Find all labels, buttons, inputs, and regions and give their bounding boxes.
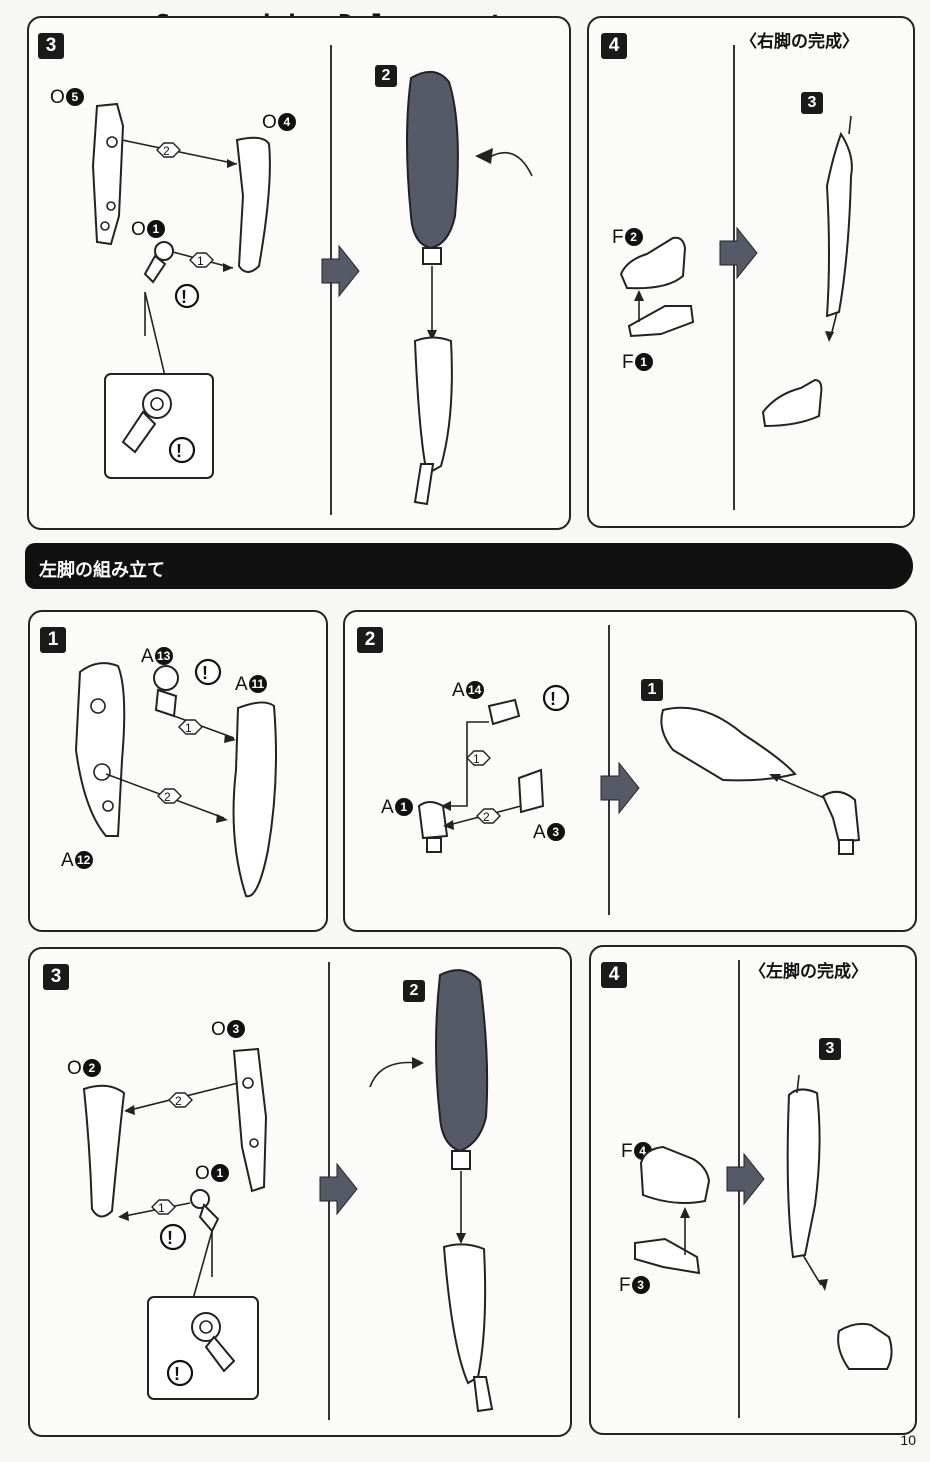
knee-joint-illustration: ! 1 2 [417,684,861,855]
step-number: 1 [40,627,66,653]
svg-text:!: ! [550,689,556,709]
page-number: 10 [900,1432,916,1448]
step-number: 4 [601,962,627,988]
substep-number: 2 [403,980,425,1002]
step-number: 2 [357,627,383,653]
hex-marker-1: 1 [197,254,204,268]
left-shoe-illustration [634,1074,893,1370]
panel-left-leg-step1 [28,610,328,932]
svg-text:2: 2 [164,790,171,804]
step-number: 4 [601,33,627,59]
hex-marker-2: 2 [163,144,170,158]
panel-divider [733,45,735,510]
svg-text:!: ! [176,441,182,461]
svg-text:2: 2 [483,810,490,824]
left-leg-parts-illustration: 2 1 ! ! [82,969,494,1413]
panel-divider [608,625,610,915]
left-leg-complete-title: 〈左脚の完成〉 [749,962,868,982]
substep-number: 3 [819,1038,841,1060]
svg-text:1: 1 [158,1201,165,1215]
warning-icon: ! [181,287,187,307]
svg-text:1: 1 [473,752,480,766]
section-banner-left-leg: 左脚の組み立て [25,543,913,589]
svg-text:!: ! [174,1364,180,1384]
substep-number: 3 [801,92,823,114]
right-leg-complete-title: 〈右脚の完成〉 [740,32,859,52]
svg-text:2: 2 [175,1094,182,1108]
panel-left-leg-step2 [343,610,917,932]
left-thigh-parts-illustration: ! 1 2 [74,658,277,898]
svg-text:1: 1 [185,721,192,735]
substep-number: 1 [641,679,663,701]
svg-text:!: ! [167,1228,173,1248]
right-leg-parts-illustration: 2 1 ! ! [91,71,533,506]
step-number: 3 [38,33,64,59]
substep-number: 2 [375,65,397,87]
section-title: 左脚の組み立て [39,560,165,581]
step-number: 3 [43,964,69,990]
right-shoe-illustration [619,115,853,428]
svg-text:!: ! [202,663,208,683]
